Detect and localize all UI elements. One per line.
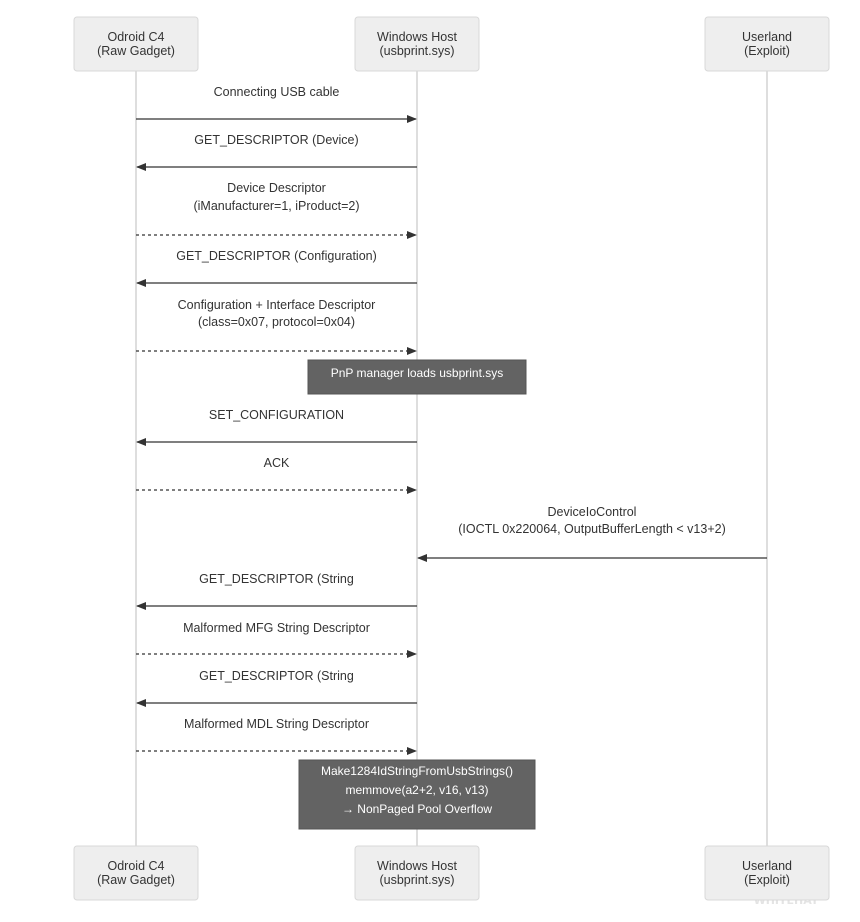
note-box: Make1284IdStringFromUsbStrings() memmove(… [298,759,536,830]
message-arrow: GET_DESCRIPTOR (Device) [136,133,417,171]
actor-box-gadget-top: Odroid C4(Raw Gadget) [73,16,199,72]
actor-name: Windows Host [377,30,457,44]
actor-name: Userland [742,859,792,873]
message-arrow: ACK [136,456,417,494]
actor-name: Odroid C4 [108,30,165,44]
message-arrow: Malformed MFG String Descriptor [136,621,417,658]
actor-subtitle: (usbprint.sys) [379,44,454,58]
message-label: Connecting USB cable [214,85,340,99]
note-text: Make1284IdStringFromUsbStrings() [321,764,513,778]
message-arrow: Connecting USB cable [136,85,417,123]
actor-name: Userland [742,30,792,44]
actor-subtitle: (Raw Gadget) [97,873,175,887]
message-label: (IOCTL 0x220064, OutputBufferLength < v1… [458,522,726,536]
message-label: (class=0x07, protocol=0x04) [198,315,355,329]
message-label: Device Descriptor [227,181,326,195]
actor-box-user-bottom: Userland(Exploit) [704,845,830,901]
message-arrow: DeviceIoControl (IOCTL 0x220064, OutputBu… [417,505,767,562]
actor-box-host-top: Windows Host(usbprint.sys) [354,16,480,72]
message-arrow: Configuration + Interface Descriptor (cla… [136,298,417,355]
actor-subtitle: (Raw Gadget) [97,44,175,58]
message-label: ACK [264,456,290,470]
message-label: Malformed MDL String Descriptor [184,717,369,731]
message-arrow: Device Descriptor (iManufacturer=1, iProd… [136,181,417,239]
actor-name: Windows Host [377,859,457,873]
note-text: PnP manager loads usbprint.sys [331,366,504,380]
actor-name: Odroid C4 [108,859,165,873]
message-label: (iManufacturer=1, iProduct=2) [193,199,359,213]
note-box: PnP manager loads usbprint.sys [307,359,527,395]
actor-box-gadget-bottom: Odroid C4(Raw Gadget) [73,845,199,901]
message-label: Malformed MFG String Descriptor [183,621,370,635]
message-label: DeviceIoControl [548,505,637,519]
message-label: GET_DESCRIPTOR (String [199,669,354,683]
message-arrow: SET_CONFIGURATION [136,408,417,446]
actor-subtitle: (usbprint.sys) [379,873,454,887]
message-label: SET_CONFIGURATION [209,408,344,422]
message-label: GET_DESCRIPTOR (Device) [194,133,358,147]
message-label: GET_DESCRIPTOR (Configuration) [176,249,377,263]
message-arrow: GET_DESCRIPTOR (String [136,669,417,707]
note-text: → NonPaged Pool Overflow [342,802,492,816]
message-arrow: GET_DESCRIPTOR (String [136,572,417,610]
actor-subtitle: (Exploit) [744,873,790,887]
message-label: GET_DESCRIPTOR (String [199,572,354,586]
message-arrow: Malformed MDL String Descriptor [136,717,417,755]
message-arrow: GET_DESCRIPTOR (Configuration) [136,249,417,287]
note-text: memmove(a2+2, v16, v13) [345,783,488,797]
message-label: Configuration + Interface Descriptor [178,298,376,312]
actor-subtitle: (Exploit) [744,44,790,58]
actor-box-host-bottom: Windows Host(usbprint.sys) [354,845,480,901]
actor-box-user-top: Userland(Exploit) [704,16,830,72]
